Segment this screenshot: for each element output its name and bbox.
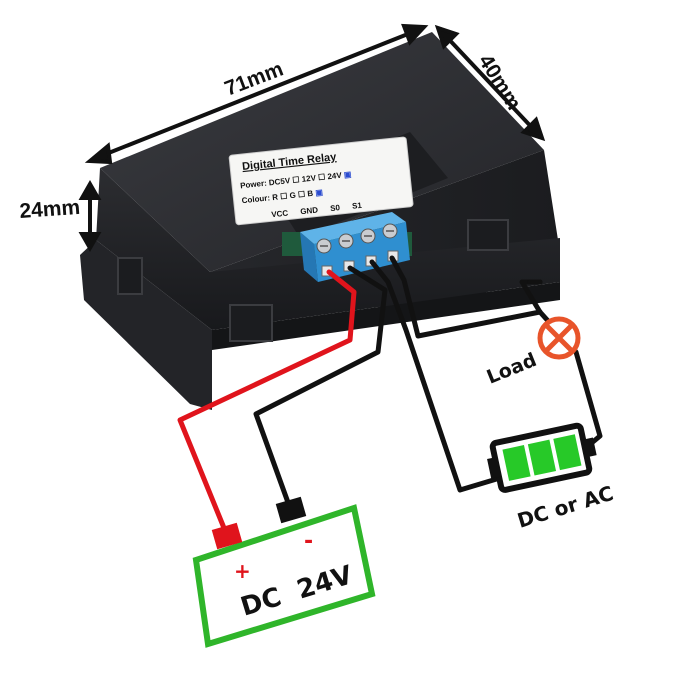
psu-outline — [192, 504, 376, 648]
colour-option-r: R — [272, 192, 279, 202]
psu-plus-sign: + — [234, 559, 251, 583]
power-option-5v: DC5V — [268, 176, 291, 187]
mounting-flange — [80, 240, 212, 410]
height-arrow-top — [78, 179, 102, 200]
housing-front — [96, 168, 560, 330]
power-option-5v-box: ☐ — [292, 175, 300, 185]
power-prefix: Power: — [240, 179, 267, 191]
battery-icon — [487, 422, 597, 493]
source-label: DC or AC — [514, 481, 616, 533]
power-option-24v: 24V — [327, 171, 343, 182]
battery-tip — [583, 437, 597, 458]
width-arrow-left — [84, 142, 113, 165]
battery-cell-2 — [527, 439, 557, 476]
power-row: Power: DC5V ☐ 12V ☐ 24V ▣ — [240, 170, 352, 191]
load-symbol — [537, 316, 581, 360]
terminal-gnd: GND — [300, 205, 319, 216]
depth-arrow-top — [434, 24, 460, 50]
wire-s1-to-load — [389, 255, 543, 339]
wire-s0-to-source — [369, 259, 523, 493]
terminal-vcc: VCC — [271, 209, 289, 220]
power-option-12v-box: ☐ — [318, 172, 326, 182]
load-label: Load — [484, 349, 540, 389]
colour-row: Colour: R ☐ G ☐ B ▣ — [241, 188, 323, 205]
terminal-block-front — [300, 232, 318, 282]
height-label: 24mm — [19, 196, 81, 223]
front-bezel — [212, 282, 560, 350]
wire-gnd-negative — [253, 265, 388, 511]
depth-dimension-line — [440, 30, 540, 136]
battery-cell-3 — [553, 434, 582, 471]
terminal-s0: S0 — [330, 203, 341, 213]
psu-negative-terminal — [275, 496, 307, 524]
terminal-block — [300, 212, 410, 282]
colour-prefix: Colour: — [241, 193, 270, 205]
load-cross-b — [544, 323, 574, 353]
colour-option-b-box: ▣ — [315, 188, 323, 198]
colour-option-g: G — [289, 191, 296, 201]
terminal-s1: S1 — [352, 201, 363, 211]
spec-label-bg — [228, 136, 414, 226]
colour-option-b: B — [307, 189, 314, 199]
spec-label-card: Digital Time Relay Power: DC5V ☐ 12V ☐ 2… — [228, 136, 414, 226]
height-arrow-bottom — [78, 232, 102, 253]
width-dimension-line — [95, 28, 419, 160]
terminal-row: VCC GND S0 S1 — [271, 201, 363, 220]
dimension-markers — [78, 23, 546, 253]
clip-left — [117, 257, 143, 295]
battery-cell-1 — [502, 445, 531, 481]
terminal-block-top — [300, 212, 406, 244]
psu-minus-sign: - — [304, 529, 313, 554]
battery-cap-left — [487, 456, 501, 479]
width-arrow-right — [401, 23, 429, 46]
colour-option-r-box: ☐ — [280, 192, 288, 202]
wiring — [177, 255, 603, 531]
clip-right — [467, 219, 509, 251]
psu-positive-terminal — [211, 522, 243, 550]
depth-arrow-bottom — [520, 116, 546, 142]
power-option-12v: 12V — [301, 173, 317, 184]
colour-option-g-box: ☐ — [298, 190, 306, 200]
terminal-screws — [316, 223, 398, 254]
power-supply — [192, 496, 376, 648]
wire-vcc-positive — [177, 269, 357, 531]
clip-bottom — [229, 304, 273, 342]
power-option-24v-box: ▣ — [343, 170, 351, 180]
